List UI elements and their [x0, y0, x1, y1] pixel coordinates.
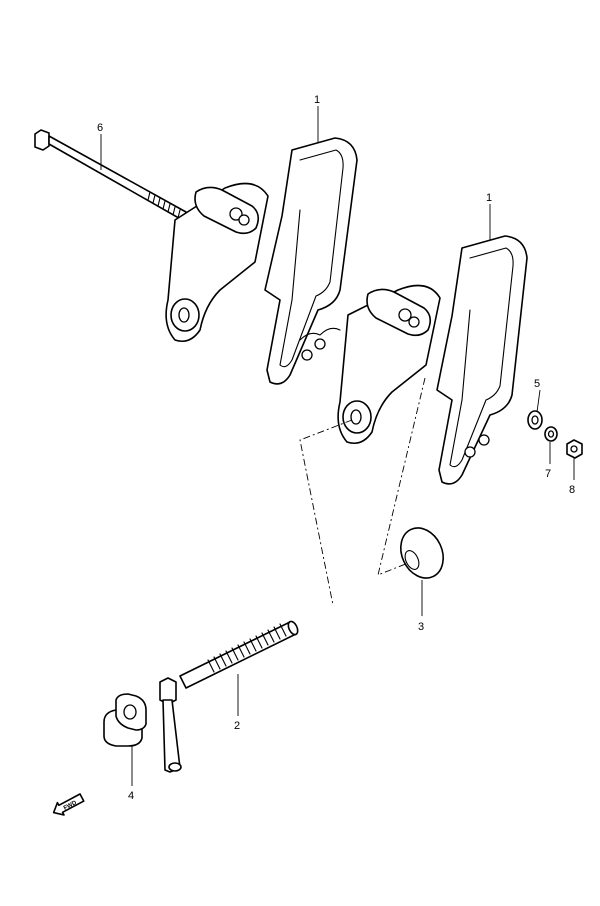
part-1-clamp-bracket-lower	[337, 235, 528, 485]
part-7-washer	[544, 426, 558, 442]
callout-4: 4	[128, 790, 134, 802]
callout-6: 6	[97, 122, 103, 134]
callout-2: 2	[234, 720, 240, 732]
part-5-washer	[527, 410, 543, 430]
callout-5: 5	[534, 378, 540, 390]
callout-1-upper: 1	[314, 94, 320, 106]
callout-7: 7	[545, 468, 551, 480]
part-4-swivel-cap	[103, 693, 147, 747]
callout-8: 8	[569, 484, 575, 496]
fwd-arrow-icon: FWD	[52, 793, 85, 816]
leader-lines	[100, 106, 575, 786]
callout-1-lower: 1	[486, 192, 492, 204]
alignment-lines	[299, 377, 426, 606]
part-6-bolt	[34, 129, 187, 222]
part-1-clamp-bracket-upper	[165, 137, 358, 385]
part-3-pad	[400, 527, 444, 579]
callout-3: 3	[418, 621, 424, 633]
part-2-clamp-screw	[159, 620, 299, 773]
part-8-nut	[566, 439, 583, 459]
